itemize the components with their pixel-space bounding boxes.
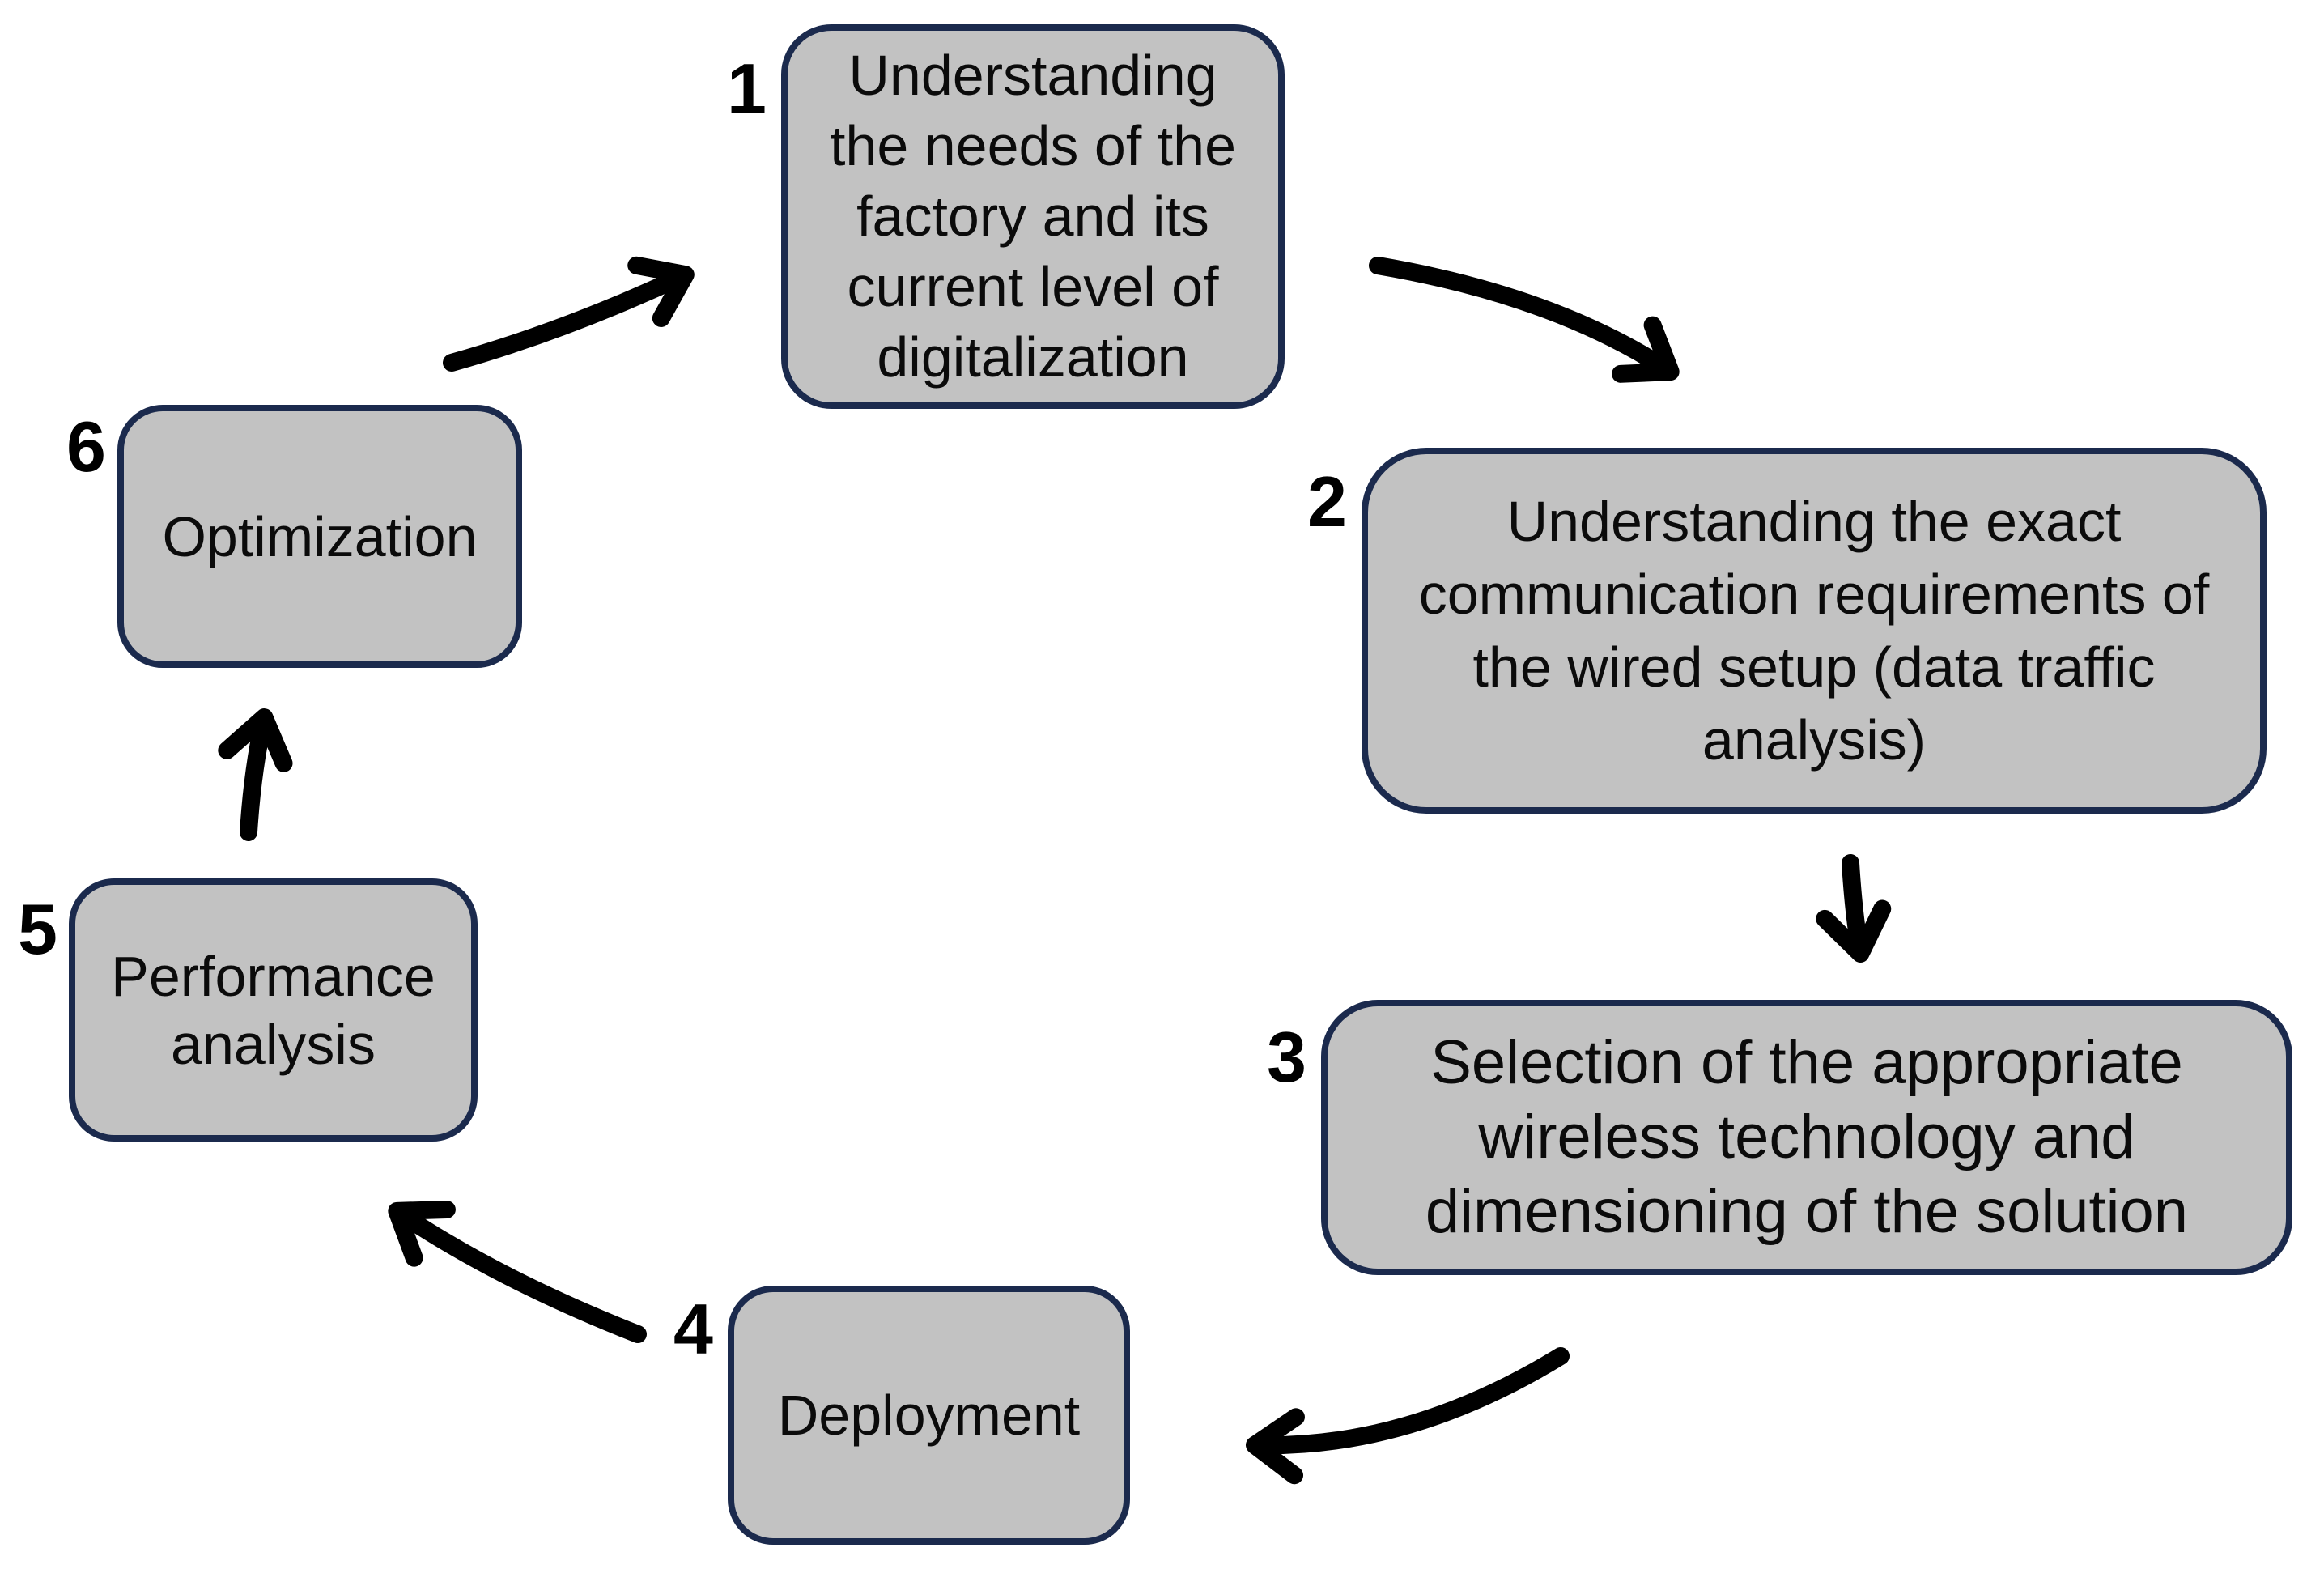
step-1-box: Understanding the needs of the factory a… [781,24,1285,409]
step-1-number: 1 [727,49,767,129]
step-1-label: Understanding [848,44,1217,107]
arrow-3-to-4 [1246,1347,1570,1485]
arrow-4-to-5 [388,1200,647,1343]
step-6-number: 6 [66,406,106,487]
arrow-2-to-3 [1816,854,1892,963]
step-2-label: Understanding the exact [1506,490,2122,553]
step-4-box: Deployment [728,1286,1130,1545]
step-5-label: Performance [111,944,435,1008]
step-5-box: Performance analysis [69,878,478,1142]
arrow-1-to-2 [1369,257,1680,383]
arrow-6-to-1 [443,256,695,372]
step-6-box: Optimization [117,405,522,668]
step-4-label: Deployment [777,1384,1081,1447]
step-6-label: Optimization [162,504,478,568]
arrow-5-to-6 [218,708,293,841]
step-3-label: Selection of the appropriate [1430,1028,2183,1097]
step-3-number: 3 [1267,1017,1306,1097]
step-4-number: 4 [673,1289,713,1369]
step-2-number: 2 [1307,461,1347,542]
step-5-number: 5 [18,889,57,969]
step-3-box: Selection of the appropriate wireless te… [1321,1000,2292,1275]
step-2-box: Understanding the exact communication re… [1362,448,2267,814]
